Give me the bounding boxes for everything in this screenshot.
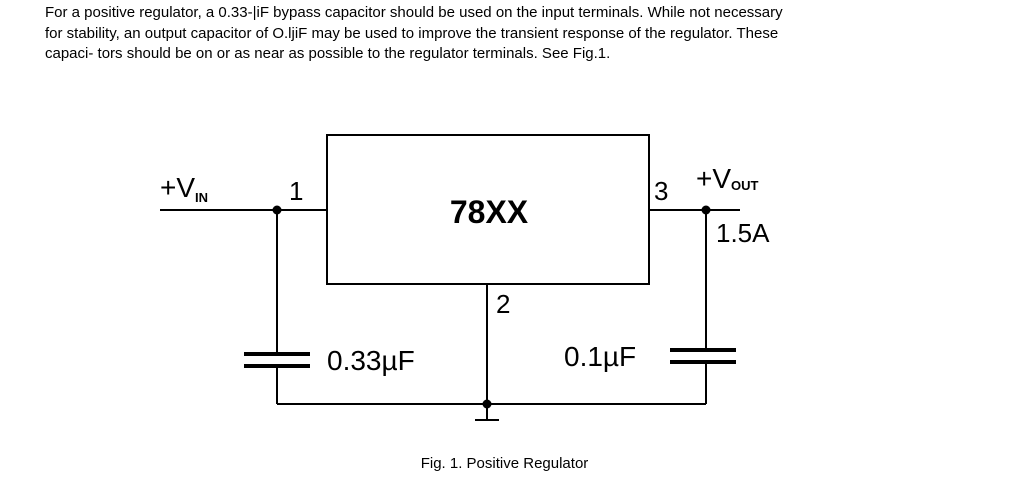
ic-part-label: 78XX <box>450 194 529 230</box>
pin-1-label: 1 <box>289 176 303 206</box>
figure-caption: Fig. 1. Positive Regulator <box>0 455 1029 472</box>
description-paragraph: For a positive regulator, a 0.33-|iF byp… <box>45 3 1013 65</box>
paragraph-line-3: capaci- tors should be on or as near as … <box>45 45 611 62</box>
vout-label: +VOUT <box>696 163 759 194</box>
ground-junction-dot <box>482 399 492 409</box>
pin-3-label: 3 <box>654 176 668 206</box>
paragraph-line-2: for stability, an output capacitor of O.… <box>45 24 779 42</box>
output-junction-dot <box>701 205 711 215</box>
output-capacitor-value: 0.1µF <box>564 341 636 372</box>
output-current-label: 1.5A <box>716 218 770 248</box>
paragraph-line-1: For a positive regulator, a 0.33-|iF byp… <box>45 4 783 21</box>
vin-label: +VIN <box>160 172 208 205</box>
input-capacitor-value: 0.33µF <box>327 345 415 376</box>
figure-caption-text: Fig. 1. Positive Regulator <box>420 455 589 472</box>
input-junction-dot <box>272 205 282 215</box>
pin-2-label: 2 <box>496 289 510 319</box>
